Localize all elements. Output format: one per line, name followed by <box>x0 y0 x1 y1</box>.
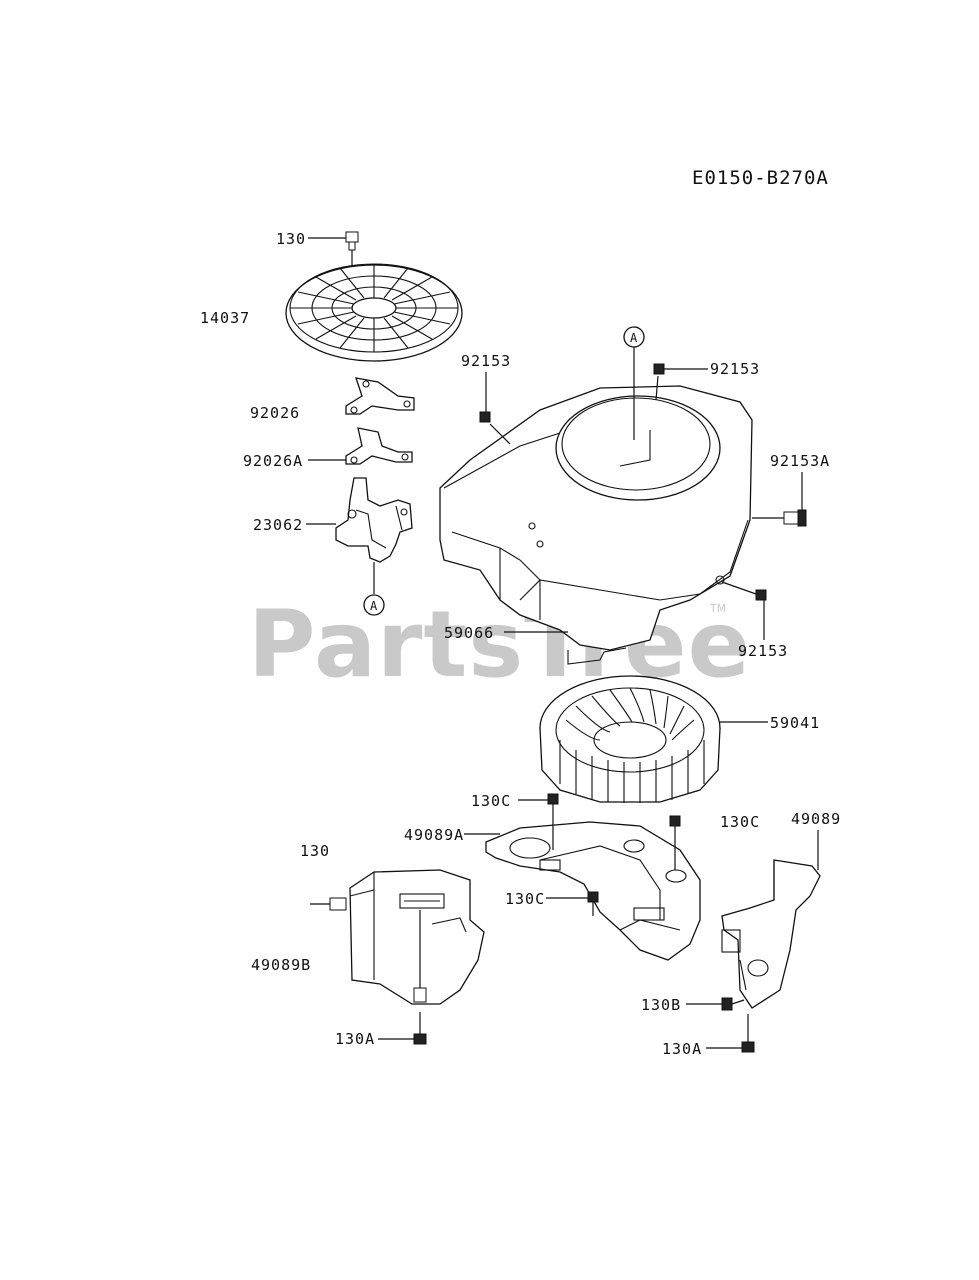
watermark: PartsTree <box>248 591 751 698</box>
shroud-49089b[interactable] <box>349 869 485 1005</box>
label-92153a: 92153A <box>770 452 830 470</box>
label-130a-right: 130A <box>662 1040 702 1058</box>
label-92153-right: 92153 <box>738 642 788 660</box>
label-130-left: 130 <box>300 842 330 860</box>
label-14037: 14037 <box>200 309 250 327</box>
label-49089b: 49089B <box>251 956 311 974</box>
bolt-92153-right[interactable] <box>721 581 767 640</box>
watermark-tm: TM <box>709 602 726 615</box>
bolt-130a-left[interactable] <box>378 1012 427 1045</box>
label-92153-left: 92153 <box>461 352 511 370</box>
label-130c-mid: 130C <box>505 890 545 908</box>
label-23062: 23062 <box>253 516 303 534</box>
bolt-130c-right[interactable] <box>669 815 681 870</box>
fan-housing-59066[interactable] <box>439 385 753 665</box>
svg-text:A: A <box>630 331 638 345</box>
label-49089a: 49089A <box>404 826 464 844</box>
bolt-130-top[interactable] <box>308 231 359 268</box>
svg-text:A: A <box>370 599 378 613</box>
label-130-top: 130 <box>276 230 306 248</box>
label-130a-left: 130A <box>335 1030 375 1048</box>
label-59066: 59066 <box>444 624 494 642</box>
label-92153-top: 92153 <box>710 360 760 378</box>
diagram-code: E0150-B270A <box>692 167 829 189</box>
label-92026: 92026 <box>250 404 300 422</box>
label-130b: 130B <box>641 996 681 1014</box>
bolt-130a-right[interactable] <box>706 1014 755 1053</box>
bolt-92153-left[interactable] <box>479 372 511 445</box>
bracket-92026[interactable] <box>345 377 415 415</box>
bolt-130c-mid[interactable] <box>546 891 599 916</box>
bolt-130b[interactable] <box>686 997 745 1011</box>
marker-a-left: A <box>363 594 385 616</box>
screen-14037[interactable] <box>285 263 463 362</box>
label-130c-right: 130C <box>720 813 760 831</box>
bolt-130-left[interactable] <box>310 897 347 911</box>
marker-a-top: A <box>623 326 645 440</box>
label-130c-top: 130C <box>471 792 511 810</box>
bolt-92153-top[interactable] <box>653 363 708 401</box>
shroud-49089[interactable] <box>721 830 821 1009</box>
bolt-92153a[interactable] <box>752 472 807 527</box>
label-59041: 59041 <box>770 714 820 732</box>
bolt-130c-top[interactable] <box>518 793 559 850</box>
bracket-23062[interactable] <box>306 477 413 594</box>
fan-59041[interactable] <box>539 675 721 803</box>
shroud-49089a[interactable] <box>485 821 701 961</box>
label-92026a: 92026A <box>243 452 303 470</box>
bracket-92026a[interactable] <box>308 427 413 465</box>
label-49089: 49089 <box>791 810 841 828</box>
